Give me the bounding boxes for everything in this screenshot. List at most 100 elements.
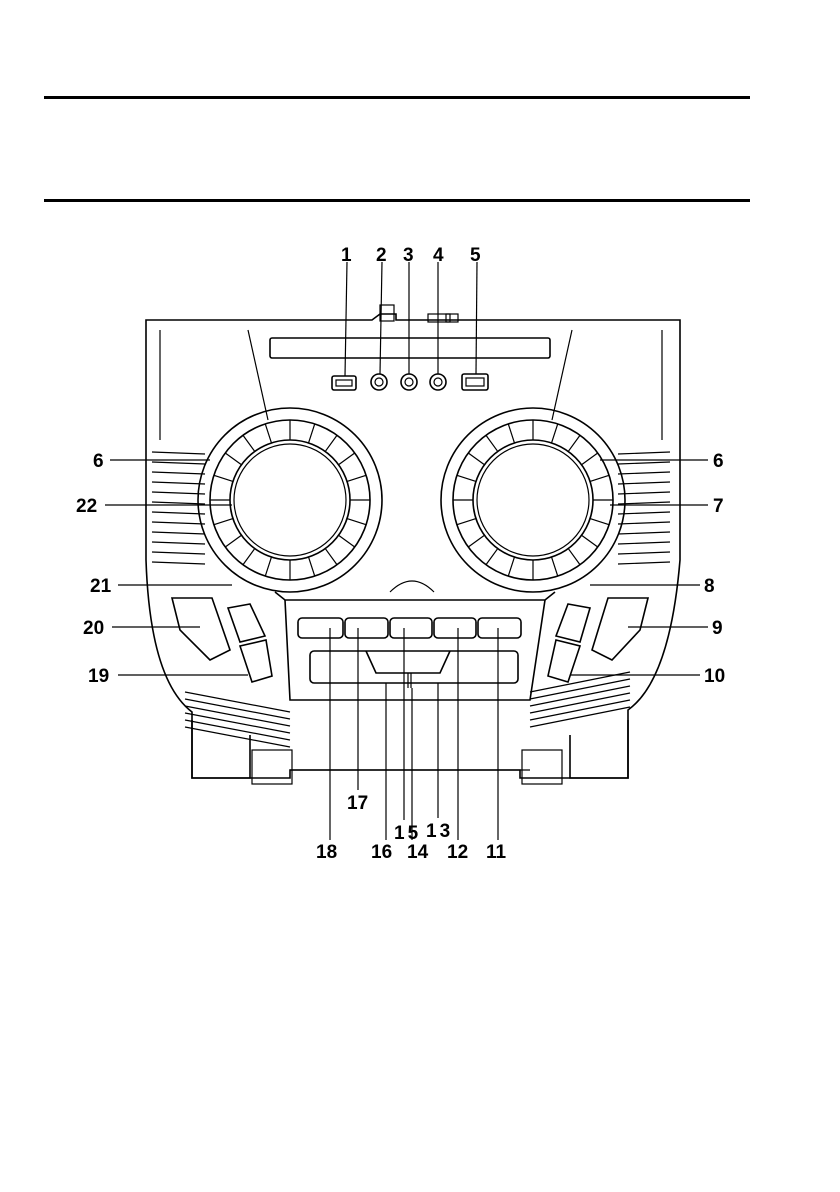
panel-button-2[interactable] xyxy=(345,618,388,638)
grille-slat xyxy=(618,452,670,454)
leader-lines xyxy=(105,262,708,840)
callout-15: 15 xyxy=(394,823,421,844)
grille-slat xyxy=(152,462,205,464)
callout-7: 7 xyxy=(713,496,724,517)
callout-20: 20 xyxy=(83,618,104,639)
callout-2: 2 xyxy=(376,245,387,266)
grille-slat xyxy=(152,452,205,454)
right-speaker xyxy=(441,408,670,592)
grille-slat xyxy=(618,532,670,534)
grille-slat xyxy=(618,522,670,524)
callout-19: 19 xyxy=(88,666,109,687)
callout-11: 11 xyxy=(486,842,507,863)
callout-1: 1 xyxy=(341,245,352,266)
grille-slat xyxy=(152,512,205,514)
ring-rib xyxy=(508,424,514,443)
ring-rib xyxy=(325,549,337,565)
right-large-button[interactable] xyxy=(592,598,648,660)
mic-jack-1[interactable] xyxy=(401,374,417,390)
ring-rib xyxy=(582,535,598,547)
callout-4: 4 xyxy=(433,245,444,266)
ring-rib xyxy=(568,435,580,451)
grille-slat xyxy=(152,492,205,494)
grille-slat xyxy=(152,552,205,554)
right-lower-button[interactable] xyxy=(548,640,580,682)
right-foot-grille xyxy=(530,672,630,727)
right-upper-button[interactable] xyxy=(556,604,590,642)
ring-rib xyxy=(486,549,498,565)
ring-rib xyxy=(265,557,271,576)
base-feet xyxy=(192,720,628,784)
ring-rib xyxy=(225,535,241,547)
ring-rib xyxy=(582,453,598,465)
grille-slat xyxy=(618,502,670,504)
ring-rib xyxy=(309,557,315,576)
ring-rib xyxy=(457,475,476,481)
panel-button-4[interactable] xyxy=(434,618,476,638)
callout-10: 10 xyxy=(704,666,725,687)
callout-14: 14 xyxy=(407,842,429,863)
top-jack-panel xyxy=(332,374,488,390)
left-lower-button[interactable] xyxy=(240,640,272,682)
left-grille xyxy=(152,452,205,564)
ring-rib xyxy=(265,424,271,443)
grille-slat xyxy=(618,482,670,484)
grille-slat xyxy=(152,472,205,474)
panel-button-5[interactable] xyxy=(478,618,521,638)
left-large-button[interactable] xyxy=(172,598,230,660)
display-window xyxy=(310,651,518,683)
ring-rib xyxy=(457,519,476,525)
left-speaker xyxy=(152,408,382,592)
ring-rib xyxy=(590,475,609,481)
callout-22: 22 xyxy=(76,496,97,517)
grille-slat xyxy=(152,542,205,544)
ring-rib xyxy=(214,519,233,525)
left-side-controls xyxy=(172,598,290,747)
callout-6-right: 6 xyxy=(713,451,724,472)
callout-21: 21 xyxy=(90,576,112,597)
ring-rib xyxy=(568,549,580,565)
grille-slat xyxy=(152,502,205,504)
ring-rib xyxy=(508,557,514,576)
left-upper-button[interactable] xyxy=(228,604,265,642)
callout-8: 8 xyxy=(704,576,715,597)
ring-rib xyxy=(468,535,484,547)
grille-slat xyxy=(152,482,205,484)
callout-16: 16 xyxy=(371,842,392,863)
callout-17: 17 xyxy=(347,793,368,814)
grille-slat xyxy=(152,562,205,564)
callout-18: 18 xyxy=(316,842,337,863)
grille-slat xyxy=(618,512,670,514)
grille-slat xyxy=(618,492,670,494)
aux-in-jack[interactable] xyxy=(371,374,387,390)
ring-rib xyxy=(243,549,255,565)
grille-slat xyxy=(618,472,670,474)
ring-rib xyxy=(590,519,609,525)
ring-rib xyxy=(325,435,337,451)
grille-slat xyxy=(618,542,670,544)
grille-slat xyxy=(618,462,670,464)
ring-rib xyxy=(225,453,241,465)
page-footer-cutoff xyxy=(0,1185,840,1192)
ring-rib xyxy=(552,557,558,576)
mic-jack-2[interactable] xyxy=(430,374,446,390)
grille-slat xyxy=(618,562,670,564)
ring-rib xyxy=(347,519,366,525)
ring-rib xyxy=(486,435,498,451)
ring-rib xyxy=(214,475,233,481)
panel-button-1[interactable] xyxy=(298,618,343,638)
callout-9: 9 xyxy=(712,618,723,639)
grille-slat xyxy=(618,552,670,554)
ring-rib xyxy=(339,535,355,547)
right-grille xyxy=(618,452,670,564)
ring-rib xyxy=(468,453,484,465)
panel-button-3[interactable] xyxy=(390,618,432,638)
control-panel xyxy=(275,581,555,700)
ring-rib xyxy=(309,424,315,443)
callout-13: 13 xyxy=(426,821,453,842)
left-foot-grille xyxy=(185,692,290,747)
callout-5: 5 xyxy=(470,245,481,266)
grille-slat xyxy=(152,532,205,534)
ring-rib xyxy=(347,475,366,481)
